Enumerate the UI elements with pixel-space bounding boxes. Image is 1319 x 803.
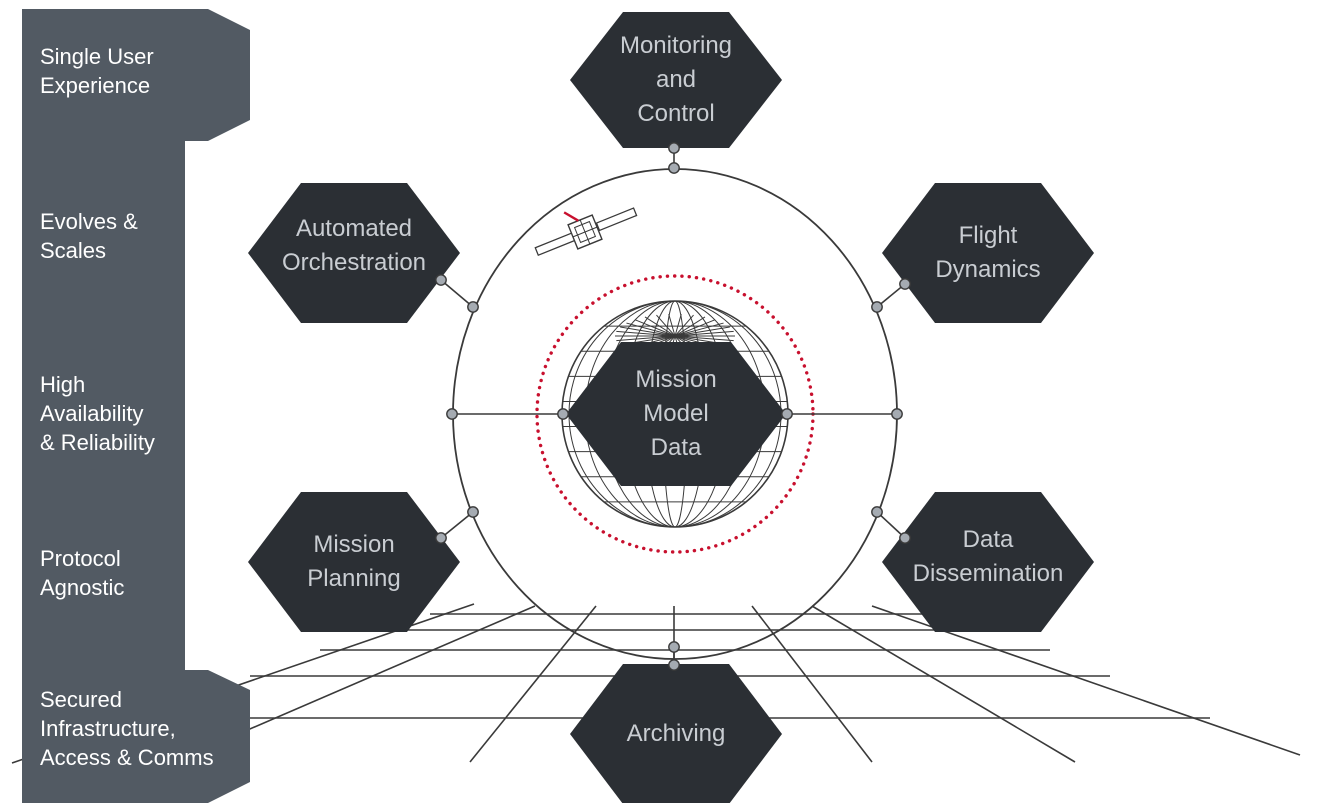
module-label-orchestration: Automated Orchestration [281, 215, 427, 276]
sidebar-item-high-availability: High Availability & Reliability [40, 372, 155, 455]
connector-node [668, 162, 680, 174]
connector-node [891, 408, 903, 420]
module-label-monitoring: Monitoring and Control [619, 32, 733, 127]
connector-node [668, 659, 680, 671]
hexagon-mission-planning [248, 492, 460, 632]
hexagon-data-dissemination [882, 492, 1094, 632]
hub-label: Mission Model Data [635, 366, 717, 461]
module-label-archiving: Archiving [626, 720, 726, 747]
hexagon-hub [566, 342, 786, 486]
connector-node [781, 408, 793, 420]
connector-node [435, 274, 447, 286]
hexagon-monitoring [570, 12, 782, 148]
sidebar-item-single-user-experience: Single User Experience [40, 44, 154, 98]
sidebar-item-protocol-agnostic: Protocol Agnostic [40, 546, 125, 600]
module-hexagons [248, 12, 1094, 803]
connector-node [446, 408, 458, 420]
connector-node [467, 506, 479, 518]
connector-node [668, 641, 680, 653]
hexagon-archiving [570, 664, 782, 803]
hexagon-flight-dynamics [882, 183, 1094, 323]
connector-node [899, 278, 911, 290]
hexagon-orchestration [248, 183, 460, 323]
connector-node [557, 408, 569, 420]
connector-node [467, 301, 479, 313]
connector-nodes [435, 142, 911, 671]
satellite-icon [534, 207, 638, 257]
connector-node [871, 506, 883, 518]
module-label-flight-dynamics: Flight Dynamics [935, 222, 1041, 283]
connector-node [668, 142, 680, 154]
connector-node [435, 532, 447, 544]
sidebar-band [22, 9, 250, 803]
sidebar-item-secured-infrastructure: Secured Infrastructure, Access & Comms [40, 687, 214, 770]
connector-node [871, 301, 883, 313]
module-label-mission-planning: Mission Planning [307, 531, 401, 592]
connector-node [899, 532, 911, 544]
module-label-data-dissemination: Data Dissemination [912, 526, 1064, 587]
sidebar-item-evolves-scales: Evolves & Scales [40, 209, 138, 263]
